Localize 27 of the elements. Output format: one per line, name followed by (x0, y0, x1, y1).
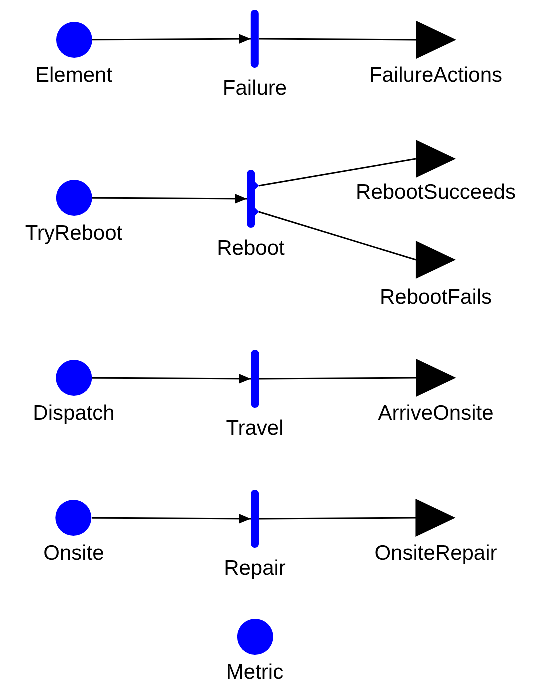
arc (258, 211, 416, 261)
arc (92, 374, 251, 384)
output-gate-node (374, 498, 498, 566)
node-label: ArriveOnsite (378, 402, 494, 426)
node-label: Repair (224, 557, 286, 581)
node-label: RebootFails (380, 286, 492, 310)
node-label: Onsite (44, 542, 104, 566)
arc (92, 34, 251, 44)
node-label: RebootSucceeds (356, 181, 516, 205)
place-node (33, 359, 115, 426)
arc (259, 517, 416, 520)
node-label: OnsiteRepair (374, 542, 498, 566)
node-label: Dispatch (33, 402, 115, 426)
arc (92, 514, 251, 524)
node-label: Travel (226, 417, 284, 441)
node-label: TryReboot (25, 222, 123, 246)
node-label: Failure (222, 77, 288, 101)
arc (259, 377, 416, 380)
node-label: Reboot (217, 237, 285, 261)
arc (259, 38, 416, 41)
node-label: Element (35, 64, 113, 88)
place-node (25, 179, 123, 246)
arc (258, 158, 416, 187)
activity-node (224, 489, 286, 581)
node-label: Metric (226, 661, 284, 685)
node-label: FailureActions (369, 64, 503, 88)
arc (92, 194, 247, 204)
